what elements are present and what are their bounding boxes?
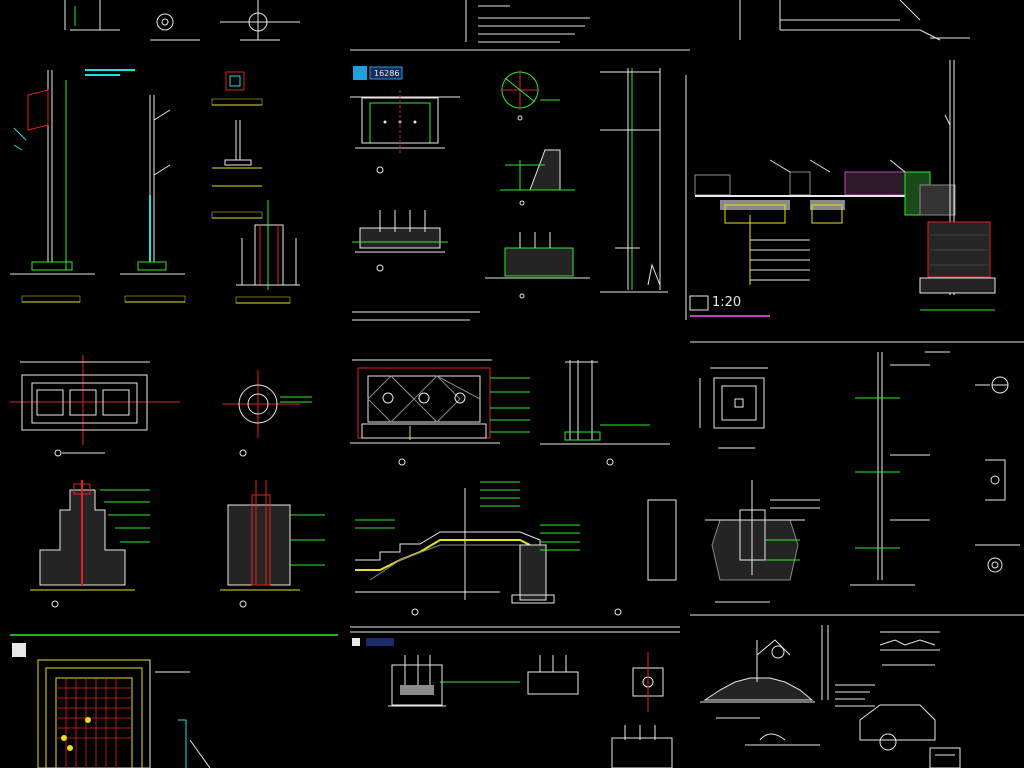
railing-post-elevation [540, 360, 670, 466]
platform-section-a [30, 480, 150, 608]
paving-section: 1:20 [685, 60, 996, 320]
flagpole-front-elevation [10, 69, 135, 303]
tall-pole-elevation [600, 68, 668, 293]
block-footing-elevation [485, 232, 590, 299]
stepped-elevation [700, 625, 875, 746]
right-edge-callouts [975, 376, 1020, 573]
foundation-anchor-section [352, 210, 448, 272]
compass-circle [500, 70, 560, 121]
flagpole-side-elevation [120, 95, 186, 303]
square-base-plan [699, 367, 768, 449]
pedestal-elevation: 16286 [350, 66, 460, 174]
base-section-right [705, 480, 820, 603]
right-top-partial [739, 0, 970, 41]
top-left-partial-details [64, 0, 300, 41]
ornamental-wall-elevation [350, 359, 530, 466]
panel-dividers [350, 49, 1024, 633]
stair-ramp-section [355, 481, 677, 616]
platform-section-b [220, 480, 325, 608]
middle-note-lines [352, 311, 480, 321]
profile-section-right [859, 631, 961, 768]
pole-plan-details [211, 71, 263, 219]
dimension-label: 16286 [374, 69, 399, 78]
footing-detail [235, 200, 300, 304]
platform-plan [10, 355, 180, 457]
curb-section [500, 149, 575, 206]
notes-block [465, 0, 590, 43]
middle-bottom-details [352, 638, 673, 768]
tall-pole-right [850, 351, 950, 586]
round-plan [222, 370, 312, 457]
paving-grid-plan [12, 643, 211, 768]
scale-label: 1:20 [712, 295, 741, 310]
